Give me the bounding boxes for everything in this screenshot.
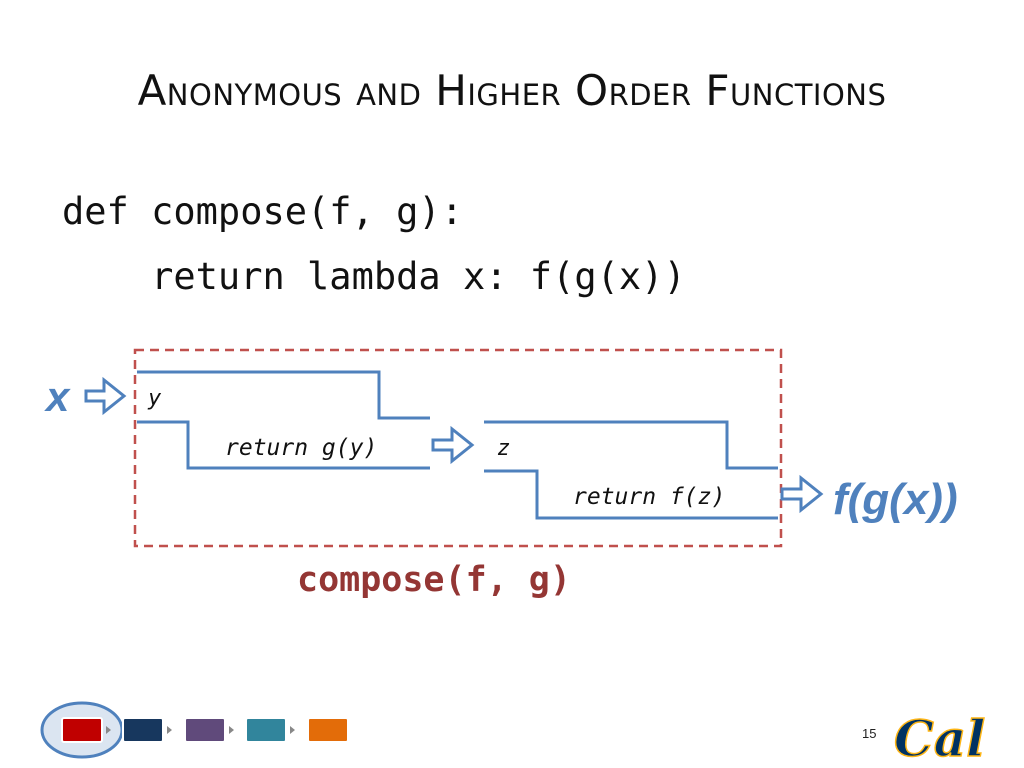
inner-function-bottom-line — [137, 420, 430, 470]
compose-boundary — [133, 348, 783, 548]
nav-arrow-icon — [290, 726, 295, 734]
nav-section-4-button[interactable] — [245, 717, 287, 743]
inner-param-label: y — [147, 386, 162, 411]
nav-arrow-icon — [229, 726, 234, 734]
input-label: x — [44, 373, 71, 420]
compose-caption: compose(f, g) — [297, 560, 571, 600]
nav-arrow-icon — [167, 726, 172, 734]
page-number: 15 — [862, 726, 877, 741]
middle-arrow-icon — [431, 425, 475, 465]
slide-title: Anonymous and Higher Order Functions — [137, 66, 887, 115]
nav-arrow-icon — [106, 726, 111, 734]
inner-function-top-line — [137, 370, 430, 420]
inner-body-label: return g(y) — [225, 435, 377, 461]
output-label: f(g(x)) — [833, 475, 958, 524]
outer-function-top-line — [484, 420, 778, 470]
nav-section-3-button[interactable] — [184, 717, 226, 743]
nav-section-1-button[interactable] — [61, 717, 103, 743]
nav-section-5-button[interactable] — [307, 717, 349, 743]
input-arrow-icon — [84, 376, 127, 416]
cal-logo-text: Cal — [894, 709, 985, 768]
output-arrow-icon — [780, 474, 824, 514]
code-line-def: def compose(f, g): — [62, 190, 463, 233]
outer-param-label: z — [497, 436, 510, 461]
nav-section-2-button[interactable] — [122, 717, 164, 743]
outer-function-bottom-line — [484, 469, 778, 520]
outer-body-label: return f(z) — [573, 484, 725, 510]
code-line-return: return lambda x: f(g(x)) — [62, 255, 686, 298]
